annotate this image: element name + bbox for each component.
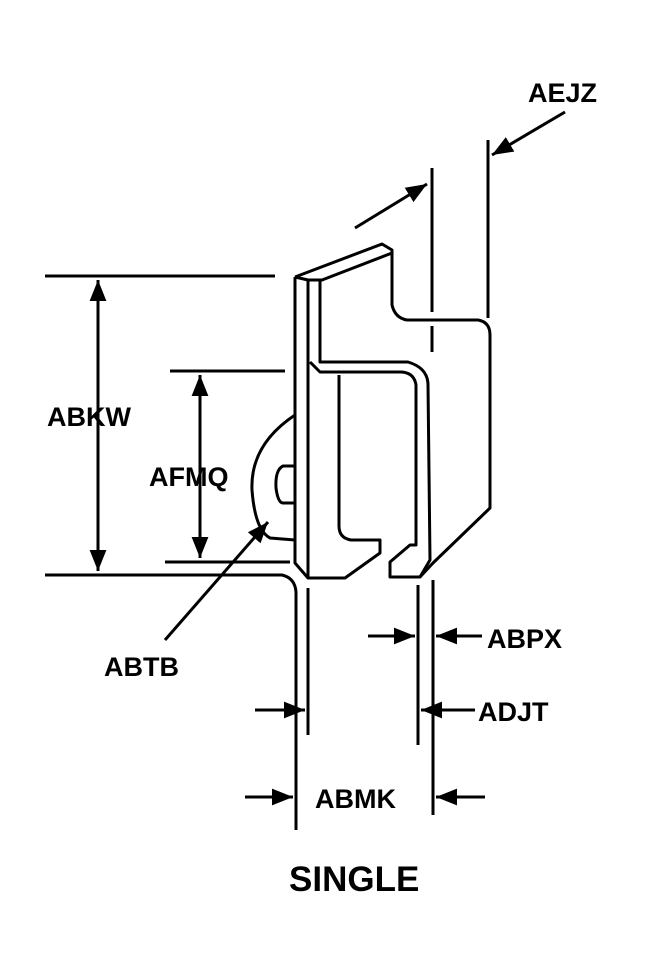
label-abpx: ABPX xyxy=(487,624,562,654)
aejz-arrow-back xyxy=(354,182,428,230)
aejz-arrow xyxy=(491,110,566,157)
label-afmq: AFMQ xyxy=(149,462,228,492)
diagram-title: SINGLE xyxy=(289,860,419,899)
dimension-lines xyxy=(45,110,566,830)
label-abkw: ABKW xyxy=(47,402,131,432)
part-drawing xyxy=(250,242,492,580)
label-adjt: ADJT xyxy=(478,697,549,727)
abtb-leader xyxy=(163,521,270,641)
label-abtb: ABTB xyxy=(104,652,179,682)
label-aejz: AEJZ xyxy=(528,78,597,108)
label-abmk: ABMK xyxy=(315,784,396,814)
